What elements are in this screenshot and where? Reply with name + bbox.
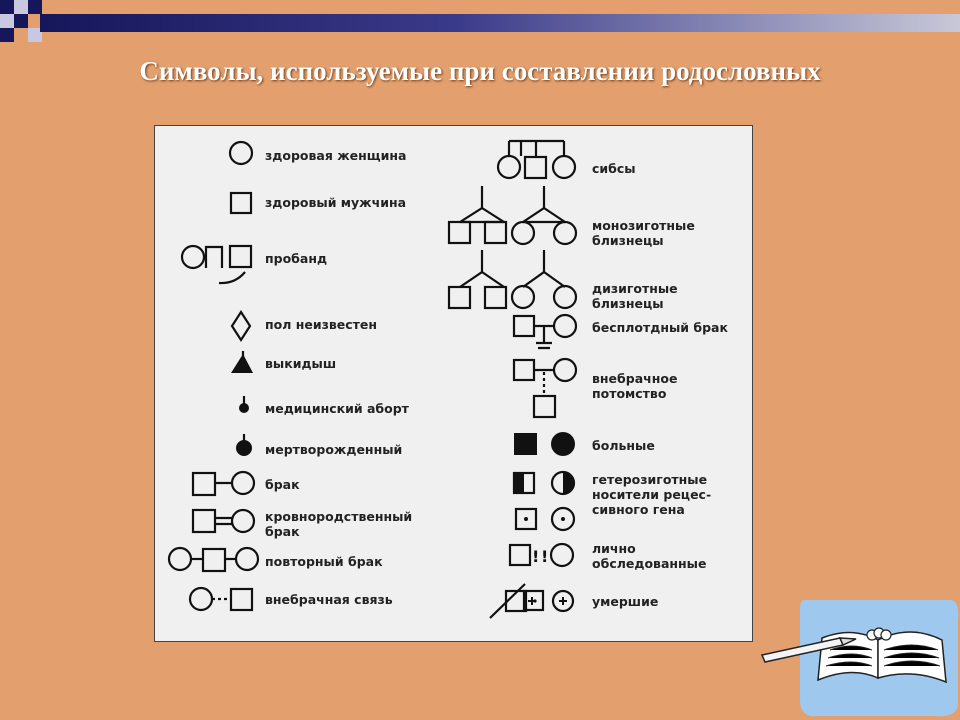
proband-symbol	[180, 244, 253, 285]
monozygotic-twins-symbol	[447, 186, 578, 246]
label-miscarriage: выкидыш	[265, 356, 337, 371]
corner-square-6	[0, 28, 14, 42]
label-marriage: брак	[265, 477, 300, 492]
exclamation-mark-icon: !	[541, 547, 548, 566]
label-heterozygous: гетерозиготные	[592, 472, 708, 487]
label-healthy-male: здоровый мужчина	[265, 195, 407, 210]
label-affected: больные	[592, 438, 655, 453]
label-deceased: умершие	[592, 594, 659, 609]
label-sex-unknown: пол неизвестен	[265, 317, 378, 332]
stillborn-symbol	[236, 440, 252, 456]
childless-marriage-symbol	[512, 313, 578, 350]
label-illegitimate: внебрачное	[592, 371, 678, 386]
label-consanguineous-marriage: брак	[265, 524, 300, 539]
exclamation-mark-icon: !	[532, 547, 539, 566]
label-consanguineous: кровнородственный	[265, 509, 413, 524]
affected-female-symbol	[551, 432, 575, 456]
label-healthy-female: здоровая женщина	[265, 148, 407, 163]
corner-square-1	[0, 0, 14, 14]
label-dizygotic: дизиготные	[592, 281, 678, 296]
pedigree-symbols: ! !	[167, 139, 578, 619]
label-recessive-carriers: носители рецес-	[592, 487, 712, 502]
corner-square-4	[0, 14, 14, 28]
illegitimate-offspring-symbol	[512, 357, 578, 419]
medical-abortion-symbol	[239, 403, 249, 413]
dizygotic-twins-symbol	[447, 250, 578, 310]
marriage-symbol	[191, 470, 256, 497]
label-siblings: сибсы	[592, 161, 636, 176]
label-personally: лично	[592, 541, 636, 556]
siblings-symbol	[496, 139, 577, 180]
label-offspring: потомство	[592, 386, 667, 401]
sex-unknown-symbol	[230, 309, 252, 343]
female-symbol	[228, 140, 254, 166]
label-dizygotic-twins: близнецы	[592, 296, 664, 311]
corner-square-5	[14, 14, 28, 28]
miscarriage-symbol	[231, 354, 253, 373]
recessive-carrier-dot-symbol	[514, 506, 576, 532]
label-stillborn: мертворожденный	[265, 442, 403, 457]
label-medical-abortion: медицинский аборт	[265, 401, 409, 416]
label-childless-marriage: бесплотдный брак	[592, 320, 728, 335]
remarriage-symbol	[167, 546, 260, 573]
slide-title: Символы, используемые при составлении ро…	[139, 56, 821, 86]
corner-square-3	[28, 0, 42, 14]
consanguineous-marriage-symbol	[191, 508, 256, 534]
label-remarriage: повторный брак	[265, 554, 383, 569]
label-extramarital-relation: внебрачная связь	[265, 592, 393, 607]
examined-symbol	[508, 542, 575, 568]
deceased-symbol	[489, 583, 575, 619]
label-monozygotic: монозиготные	[592, 218, 695, 233]
extramarital-relation-symbol	[188, 586, 254, 612]
book-pencil-icon	[760, 600, 959, 717]
label-recessive-gene: сивного гена	[592, 502, 685, 517]
label-monozygotic-twins: близнецы	[592, 233, 664, 248]
affected-male-symbol	[514, 433, 537, 455]
label-proband: пробанд	[265, 251, 328, 266]
symbols-panel: здоровая женщина здоровый мужчина пробан…	[154, 125, 753, 642]
corner-square-7	[28, 28, 42, 42]
corner-square-2	[14, 0, 28, 14]
male-symbol	[229, 191, 253, 215]
label-examined: обследованные	[592, 556, 707, 571]
title-bar-decoration	[40, 14, 960, 32]
